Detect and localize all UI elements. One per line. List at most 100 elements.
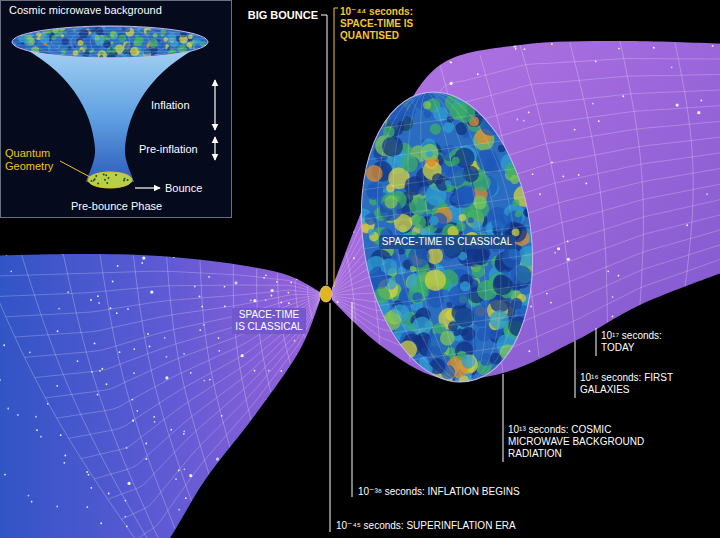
phase-label: Quantum Geometry — [5, 147, 61, 172]
galaxy-dot — [250, 299, 252, 301]
cmb-spot — [159, 43, 166, 50]
galaxy-dot — [150, 290, 153, 293]
cmb-spot — [423, 101, 432, 110]
galaxy-dot — [516, 119, 518, 121]
cmb-spot — [460, 326, 476, 342]
cmb-spot — [514, 210, 521, 217]
phase-label: Pre-bounce Phase — [71, 200, 162, 213]
grid-line — [0, 256, 150, 538]
grid-line — [675, 43, 693, 288]
galaxy-dot — [97, 394, 99, 396]
galaxy-dot — [110, 307, 112, 309]
grid-line — [356, 167, 522, 190]
galaxy-dot — [303, 486, 305, 488]
galaxy-dot — [145, 443, 147, 445]
cmb-spot — [398, 339, 419, 360]
galaxy-dot — [539, 193, 541, 195]
galaxy-dot — [166, 356, 168, 358]
galaxy-dot — [88, 474, 90, 476]
galaxy-dot — [99, 370, 101, 372]
grid-line — [81, 297, 320, 458]
galaxy-dot — [3, 344, 5, 346]
cmb-spot — [451, 156, 460, 165]
galaxy-dot — [6, 254, 8, 256]
phase-label: Pre-inflation — [139, 143, 198, 156]
galaxy-dot — [421, 44, 423, 46]
galaxy-dot — [57, 330, 59, 332]
galaxy-dot — [671, 66, 673, 68]
grid-line — [12, 38, 208, 39]
galaxy-dot — [0, 379, 1, 381]
galaxy-dot — [676, 103, 679, 106]
grid-line — [372, 283, 538, 306]
galaxy-dot — [339, 231, 341, 233]
galaxy-dot — [399, 365, 401, 367]
galaxy-dot — [217, 530, 219, 532]
grid-line — [12, 51, 208, 52]
time-label-box: 10⁻³⁸ seconds: INFLATION BEGINS — [358, 486, 520, 498]
cmb-spot — [412, 215, 427, 230]
cmb-spot — [475, 148, 499, 172]
cmb-spot — [368, 229, 375, 236]
galaxy-dot — [319, 250, 321, 252]
grid-line — [136, 299, 320, 538]
galaxy-dot — [127, 482, 130, 485]
grid-line — [368, 254, 534, 277]
cmb-spot — [423, 109, 432, 118]
galaxy-dot — [578, 174, 580, 176]
leader-line — [330, 303, 331, 532]
grid-line — [12, 35, 208, 36]
galaxy-dot — [234, 281, 237, 284]
cmb-ground — [343, 81, 550, 394]
grid-line — [12, 32, 208, 33]
galaxy-dot — [263, 277, 265, 279]
cmb-disk — [11, 22, 208, 61]
galaxy-dot — [546, 293, 548, 295]
cmb-spot — [373, 286, 392, 305]
quantum-spot — [104, 179, 106, 181]
cmb-spot — [78, 40, 84, 46]
quantum-spot — [108, 177, 110, 179]
galaxy-dot — [127, 308, 129, 310]
galaxy-dot — [164, 337, 166, 339]
galaxy-dot — [7, 408, 9, 410]
galaxy-dot — [238, 454, 240, 456]
quantum-spot — [94, 178, 96, 180]
time-label-box: 10¹⁷ seconds: TODAY — [601, 330, 681, 354]
galaxy-dot — [530, 306, 532, 308]
galaxy-dot — [352, 130, 354, 132]
galaxy-dot — [477, 73, 479, 75]
galaxy-dot — [17, 414, 19, 416]
galaxy-dot — [185, 497, 187, 499]
galaxy-dot — [116, 312, 118, 314]
galaxy-dot — [208, 276, 210, 278]
time-label-box: 10¹⁶ seconds: FIRST GALAXIES — [580, 372, 690, 396]
grid-line — [12, 54, 208, 55]
galaxy-dot — [60, 434, 62, 436]
galaxy-dot — [253, 299, 256, 302]
galaxy-dot — [296, 278, 298, 280]
galaxy-dot — [288, 302, 290, 304]
galaxy-dot — [523, 120, 525, 122]
galaxy-dot — [142, 256, 145, 259]
galaxy-dot — [271, 289, 274, 292]
galaxy-dot — [216, 457, 219, 460]
galaxy-dot — [199, 296, 201, 298]
grid-line — [332, 180, 720, 296]
galaxy-dot — [701, 280, 703, 282]
galaxy-dot — [77, 360, 79, 362]
galaxy-dot — [567, 241, 569, 243]
galaxy-dot — [131, 399, 133, 401]
galaxy-dot — [132, 420, 134, 422]
grid-line — [22, 255, 157, 538]
arrow — [214, 137, 215, 160]
quantum-spot — [106, 182, 108, 184]
galaxy-dot — [269, 410, 271, 412]
galaxy-dot — [700, 100, 702, 102]
galaxy-dot — [4, 474, 6, 476]
galaxy-dot — [141, 262, 143, 264]
cmb-spot — [412, 292, 423, 303]
galaxy-dot — [63, 462, 65, 464]
galaxy-dot — [101, 368, 103, 370]
